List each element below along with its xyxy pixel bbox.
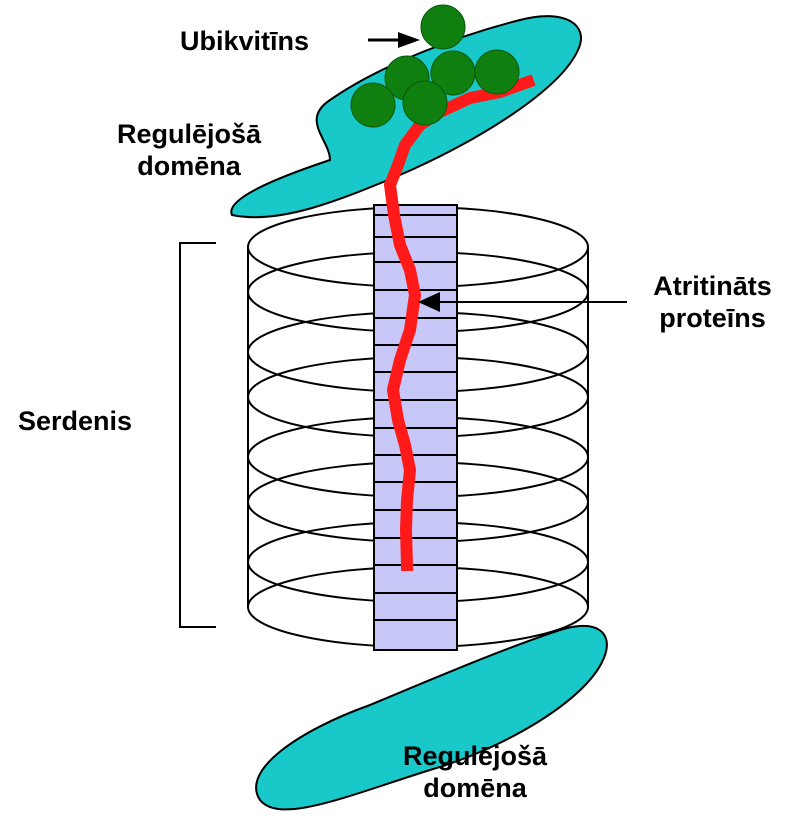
label-regulatory-bottom-line1: Regulējošā	[380, 740, 570, 772]
label-regulatory-bottom: Regulējošā domēna	[380, 740, 570, 805]
ubiquitin-bead	[475, 50, 519, 94]
ubiquitin-bead	[421, 5, 465, 49]
label-core-text: Serdenis	[18, 405, 132, 437]
label-unfolded-line1: Atritināts	[640, 270, 785, 302]
label-regulatory-top-line1: Regulējošā	[104, 118, 274, 150]
label-unfolded-line2: proteīns	[640, 302, 785, 334]
ubiquitin-arrow	[368, 32, 420, 48]
label-regulatory-top: Regulējošā domēna	[104, 118, 274, 183]
label-unfolded-protein: Atritināts proteīns	[640, 270, 785, 335]
label-ubiquitin: Ubikvitīns	[180, 25, 309, 57]
label-core: Serdenis	[18, 405, 132, 437]
ubiquitin-bead	[351, 83, 395, 127]
label-regulatory-bottom-line2: domēna	[380, 772, 570, 804]
label-regulatory-top-line2: domēna	[104, 150, 274, 182]
ubiquitin-bead	[403, 81, 447, 125]
core-bracket	[180, 243, 216, 627]
label-ubiquitin-text: Ubikvitīns	[180, 25, 309, 57]
